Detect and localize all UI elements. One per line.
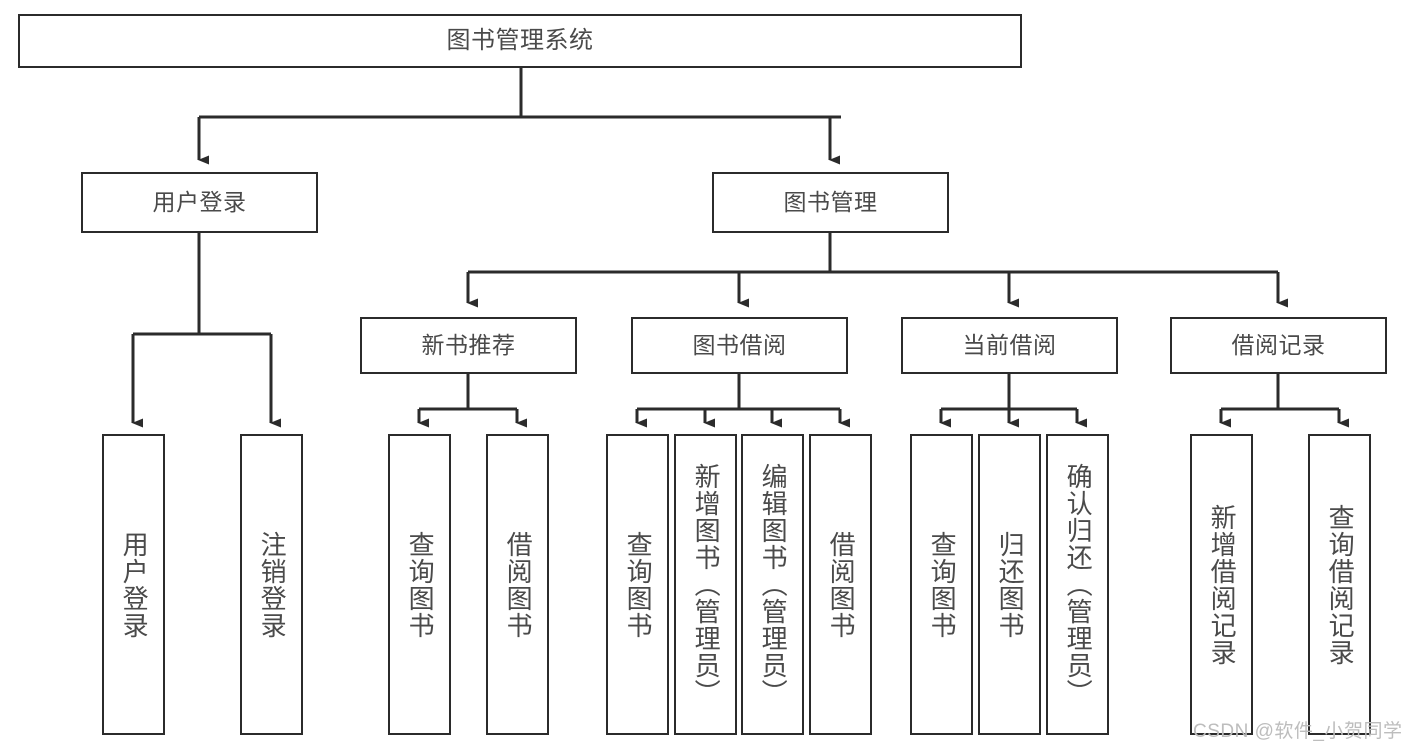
leaf-query-book-1[interactable]: 查询图书 <box>388 434 451 735</box>
leaf-query-record[interactable]: 查询借阅记录 <box>1308 434 1371 735</box>
node-borrow-record[interactable]: 借阅记录 <box>1170 317 1387 374</box>
leaf-query-book-2[interactable]: 查询图书 <box>606 434 669 735</box>
leaf-logout-login-label: 注销登录 <box>257 530 288 639</box>
leaf-confirm-return[interactable]: 确认归还（管理员） <box>1046 434 1109 735</box>
leaf-query-book-3-label: 查询图书 <box>927 530 958 639</box>
node-root[interactable]: 图书管理系统 <box>18 14 1022 68</box>
node-current-borrow-label: 当前借阅 <box>962 331 1057 358</box>
csdn-watermark: CSDN @软件_小贺同学 <box>1193 721 1403 742</box>
node-current-borrow[interactable]: 当前借阅 <box>901 317 1118 374</box>
node-book-manage-label: 图书管理 <box>783 188 878 215</box>
leaf-return-book-label: 归还图书 <box>995 530 1026 639</box>
node-borrow-record-label: 借阅记录 <box>1231 331 1326 358</box>
leaf-borrow-book-1-label: 借阅图书 <box>503 530 534 639</box>
node-book-borrow[interactable]: 图书借阅 <box>631 317 848 374</box>
node-root-label: 图书管理系统 <box>446 26 594 54</box>
leaf-user-login[interactable]: 用户登录 <box>102 434 165 735</box>
leaf-add-book-label: 新增图书（管理员） <box>691 463 722 706</box>
leaf-query-book-2-label: 查询图书 <box>623 530 654 639</box>
leaf-edit-book-label: 编辑图书（管理员） <box>758 463 789 706</box>
leaf-logout-login[interactable]: 注销登录 <box>240 434 303 735</box>
leaf-confirm-return-label: 确认归还（管理员） <box>1063 463 1094 706</box>
node-user-login-label: 用户登录 <box>152 188 247 215</box>
leaf-borrow-book-2-label: 借阅图书 <box>826 530 857 639</box>
leaf-add-record-label: 新增借阅记录 <box>1207 503 1238 666</box>
leaf-query-book-3[interactable]: 查询图书 <box>910 434 973 735</box>
leaf-add-record[interactable]: 新增借阅记录 <box>1190 434 1253 735</box>
leaf-user-login-label: 用户登录 <box>119 530 150 639</box>
node-new-book-recommend[interactable]: 新书推荐 <box>360 317 577 374</box>
leaf-borrow-book-2[interactable]: 借阅图书 <box>809 434 872 735</box>
leaf-return-book[interactable]: 归还图书 <box>978 434 1041 735</box>
leaf-query-book-1-label: 查询图书 <box>405 530 436 639</box>
leaf-edit-book[interactable]: 编辑图书（管理员） <box>741 434 804 735</box>
node-book-borrow-label: 图书借阅 <box>692 331 787 358</box>
node-user-login[interactable]: 用户登录 <box>81 172 318 233</box>
leaf-borrow-book-1[interactable]: 借阅图书 <box>486 434 549 735</box>
node-book-manage[interactable]: 图书管理 <box>712 172 949 233</box>
leaf-query-record-label: 查询借阅记录 <box>1325 503 1356 666</box>
leaf-add-book[interactable]: 新增图书（管理员） <box>674 434 737 735</box>
node-new-book-recommend-label: 新书推荐 <box>421 331 516 358</box>
